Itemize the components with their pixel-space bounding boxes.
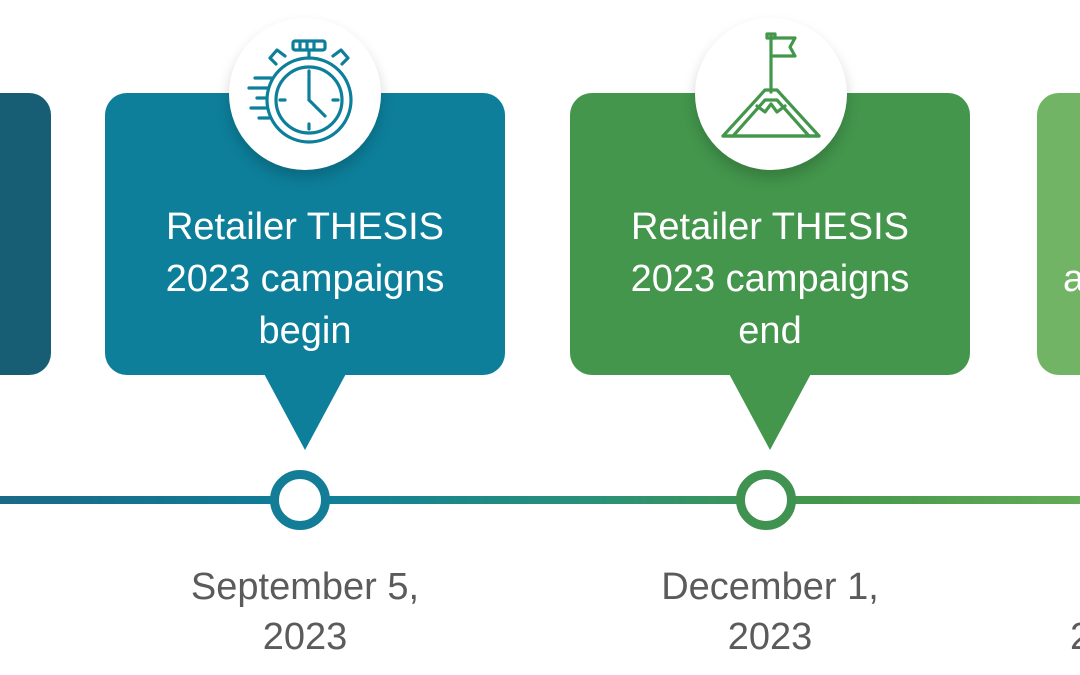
milestone-date: September 5, 2023	[190, 566, 420, 658]
milestone-box-partial-left	[0, 93, 51, 375]
milestone-title: Retailer THESIS 2023 campaigns begin	[165, 206, 445, 352]
timeline-marker	[270, 470, 330, 530]
milestone-pointer	[727, 370, 813, 450]
timeline-line	[0, 496, 1080, 504]
icon-circle	[229, 18, 381, 170]
mountain-flag-icon	[721, 32, 821, 138]
milestone-box-partial-right: a	[1037, 93, 1080, 375]
milestone-date-fragment: 2	[1070, 612, 1080, 662]
stopwatch-icon	[247, 39, 353, 144]
milestone-pointer	[262, 370, 348, 450]
milestone-date: December 1, 2023	[661, 566, 879, 658]
milestone-title-fragment: a	[1063, 258, 1080, 300]
milestone-title: Retailer THESIS 2023 campaigns end	[630, 206, 910, 352]
icon-circle	[695, 18, 847, 170]
timeline-marker	[736, 470, 796, 530]
